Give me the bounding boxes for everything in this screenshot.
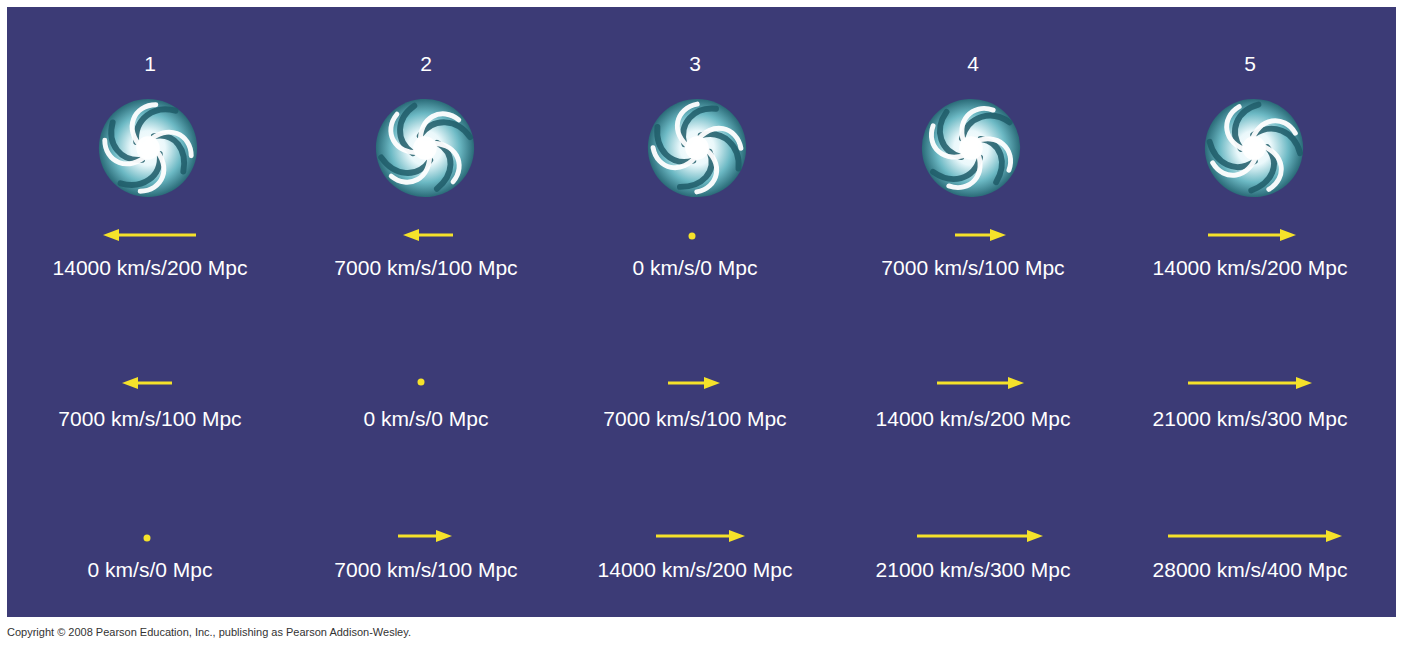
galaxy-number: 5 [1120, 51, 1380, 77]
velocity-distance-label: 7000 km/s/100 Mpc [296, 557, 556, 583]
galaxy-number: 1 [20, 51, 280, 77]
galaxy-figure [356, 79, 494, 217]
velocity-distance-label: 21000 km/s/300 Mpc [1120, 406, 1380, 432]
velocity-distance-label: 14000 km/s/200 Mpc [843, 406, 1103, 432]
panel-ground [7, 7, 1396, 617]
galaxy-figure [908, 85, 1034, 211]
galaxy-figure [99, 99, 197, 197]
galaxy-figure [1187, 81, 1321, 215]
copyright-note: Copyright © 2008 Pearson Education, Inc.… [7, 625, 411, 639]
galaxy-number: 3 [565, 51, 825, 77]
velocity-distance-label: 0 km/s/0 Mpc [296, 406, 556, 432]
velocity-distance-label: 7000 km/s/100 Mpc [843, 255, 1103, 281]
velocity-distance-label: 0 km/s/0 Mpc [565, 255, 825, 281]
galaxy-number: 4 [843, 51, 1103, 77]
velocity-distance-label: 7000 km/s/100 Mpc [20, 406, 280, 432]
galaxy-figure [640, 91, 754, 205]
velocity-distance-label: 21000 km/s/300 Mpc [843, 557, 1103, 583]
galaxy-number: 2 [296, 51, 556, 77]
velocity-distance-label: 7000 km/s/100 Mpc [565, 406, 825, 432]
velocity-distance-label: 28000 km/s/400 Mpc [1120, 557, 1380, 583]
velocity-distance-label: 7000 km/s/100 Mpc [296, 255, 556, 281]
velocity-distance-label: 14000 km/s/200 Mpc [565, 557, 825, 583]
velocity-distance-label: 14000 km/s/200 Mpc [1120, 255, 1380, 281]
velocity-distance-label: 0 km/s/0 Mpc [20, 557, 280, 583]
velocity-distance-label: 14000 km/s/200 Mpc [20, 255, 280, 281]
